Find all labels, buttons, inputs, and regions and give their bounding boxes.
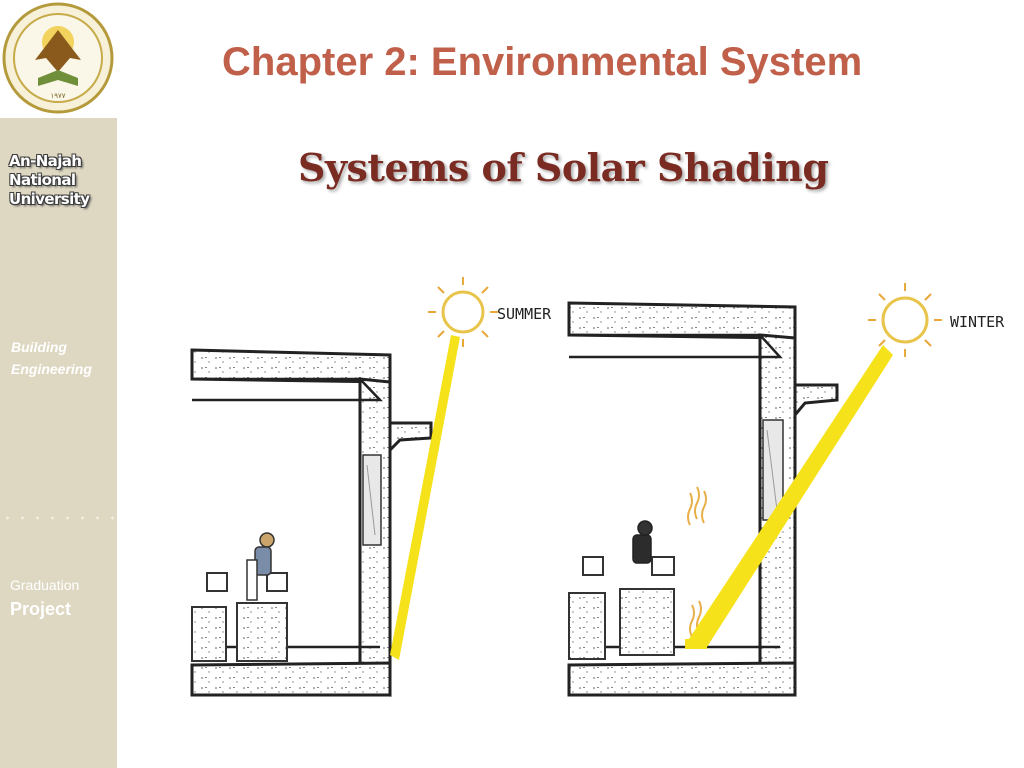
university-line: National [9,171,76,189]
department-line: Building [11,339,67,355]
university-line: An-Najah [9,152,82,170]
winter-sun-ray [685,345,893,647]
sunlit-floor-patch [685,639,707,649]
summer-scene: SUMMER [190,277,552,697]
sidebar [0,118,117,768]
university-line: University [9,190,90,208]
slide-title: Systems of Solar Shading [298,145,829,190]
chapter-title: Chapter 2: Environmental System [222,40,863,84]
university-logo: ١٩٧٧ [0,0,117,118]
dotted-divider [0,516,117,520]
svg-text:١٩٧٧: ١٩٧٧ [50,92,65,100]
department-name: Building Engineering [11,336,117,380]
summer-sun-ray [390,335,460,660]
project-label: Project [10,599,72,619]
winter-label: WINTER [950,313,1005,331]
winter-sun [868,283,942,357]
department-line: Engineering [11,361,92,377]
university-name: An-Najah National University [9,152,115,209]
solar-shading-illustration: SUMMER [185,255,1015,705]
summer-label: SUMMER [497,305,552,323]
graduation-label: Graduation [10,577,80,593]
summer-sun [428,277,498,347]
winter-scene: WINTER [567,283,1005,697]
